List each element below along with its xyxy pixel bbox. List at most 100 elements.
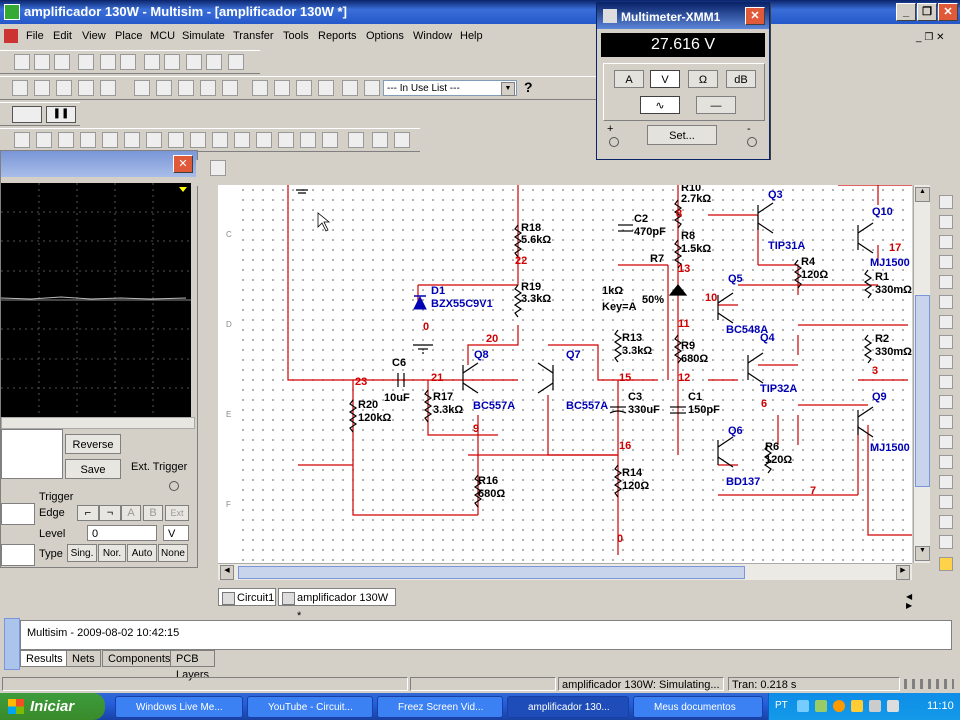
vertical-scroll-thumb[interactable] [915, 295, 930, 487]
language-indicator[interactable]: PT [775, 700, 788, 711]
iv-analyzer-icon[interactable] [939, 395, 953, 409]
toggle-fullscreen-icon[interactable] [12, 80, 28, 96]
save-button[interactable]: Save [65, 459, 121, 479]
zoom-in-icon[interactable] [34, 80, 50, 96]
frequency-counter-icon[interactable] [939, 315, 953, 329]
trigger-b-button[interactable]: B [143, 505, 163, 521]
mdi-controls[interactable]: _ ❐ ✕ [916, 32, 945, 43]
dc-mode-button[interactable]: — [696, 96, 736, 114]
volume-icon[interactable] [887, 700, 899, 712]
scroll-left-icon[interactable]: ◀ [220, 565, 234, 580]
zoom-out-icon[interactable] [56, 80, 72, 96]
menu-view[interactable]: View [82, 30, 106, 42]
word-generator-icon[interactable] [939, 335, 953, 349]
oscilloscope-close-button[interactable]: ✕ [173, 155, 193, 173]
task-windows-live-messenger[interactable]: Windows Live Me... [115, 696, 243, 718]
vertical-scrollbar[interactable]: ▲ ▼ [913, 185, 930, 563]
ext-trigger-terminal[interactable] [169, 481, 179, 491]
open-sample-icon[interactable] [54, 54, 70, 70]
tray-icon-1[interactable] [797, 700, 809, 712]
menu-file[interactable]: File [26, 30, 44, 42]
menu-help[interactable]: Help [460, 30, 483, 42]
undo-icon[interactable] [206, 54, 222, 70]
electromechanical-icon[interactable] [348, 132, 364, 148]
menu-reports[interactable]: Reports [318, 30, 357, 42]
reverse-button[interactable]: Reverse [65, 434, 121, 454]
function-generator-icon[interactable] [939, 215, 953, 229]
distortion-analyzer-icon[interactable] [939, 415, 953, 429]
task-meus-documentos[interactable]: Meus documentos [633, 696, 763, 718]
cut-icon[interactable] [144, 54, 160, 70]
normal-button[interactable]: Nor. [98, 544, 126, 562]
start-button[interactable]: Iniciar [0, 693, 105, 720]
diode-icon[interactable] [58, 132, 74, 148]
trigger-field-2[interactable] [1, 544, 35, 566]
horizontal-scrollbar[interactable]: ◀ ▶ [218, 563, 912, 580]
network-analyzer-icon[interactable] [939, 455, 953, 469]
cmos-icon[interactable] [146, 132, 162, 148]
transistor-icon[interactable] [80, 132, 96, 148]
tektronix-scope-icon[interactable] [939, 535, 953, 549]
volts-button[interactable]: V [650, 70, 680, 88]
oscilloscope-scrollbar[interactable] [1, 417, 195, 429]
database-icon[interactable] [178, 80, 194, 96]
tab-scroll-arrows[interactable]: ◀ ▶ [906, 592, 913, 610]
back-annotate-icon[interactable] [296, 80, 312, 96]
paste-icon[interactable] [186, 54, 202, 70]
level-unit[interactable]: V [163, 525, 189, 541]
trigger-a-button[interactable]: A [121, 505, 141, 521]
scroll-right-icon[interactable]: ▶ [896, 565, 910, 580]
new-icon[interactable] [14, 54, 30, 70]
scroll-up-icon[interactable]: ▲ [915, 187, 930, 202]
erc-icon[interactable] [274, 80, 290, 96]
agilent-generator-icon[interactable] [939, 475, 953, 489]
tray-icon-3[interactable] [833, 700, 845, 712]
in-use-list-dropdown[interactable]: --- In Use List --- ▼ [383, 80, 517, 96]
tab-amplificador[interactable]: amplificador 130W * [278, 588, 396, 622]
rising-edge-button[interactable]: ⌐ [77, 505, 99, 521]
menu-simulate[interactable]: Simulate [182, 30, 225, 42]
mixed-icon[interactable] [234, 132, 250, 148]
rf-icon[interactable] [322, 132, 338, 148]
plus-terminal-icon[interactable] [609, 137, 619, 147]
hierarchical-block-icon[interactable] [372, 132, 388, 148]
minus-terminal-icon[interactable] [747, 137, 757, 147]
design-toolbox-icon[interactable] [134, 80, 150, 96]
power-icon[interactable] [278, 132, 294, 148]
zoom-area-icon[interactable] [78, 80, 94, 96]
postprocessor-icon[interactable] [252, 80, 268, 96]
bode-plotter-icon[interactable] [939, 295, 953, 309]
tray-icon-2[interactable] [815, 700, 827, 712]
forward-annotate-icon[interactable] [318, 80, 334, 96]
advanced-peripherals-icon[interactable] [190, 132, 206, 148]
decibel-button[interactable]: dB [726, 70, 756, 88]
maximize-button[interactable]: ❐ [917, 3, 937, 21]
menu-edit[interactable]: Edit [53, 30, 72, 42]
menu-place[interactable]: Place [115, 30, 143, 42]
task-amplificador[interactable]: amplificador 130... [507, 696, 629, 718]
menu-transfer[interactable]: Transfer [233, 30, 274, 42]
pause-icon[interactable]: ❚❚ [46, 106, 76, 123]
print-preview-icon[interactable] [120, 54, 136, 70]
logic-analyzer-icon[interactable] [939, 355, 953, 369]
amps-button[interactable]: A [614, 70, 644, 88]
minimize-button[interactable]: _ [896, 3, 916, 21]
four-channel-scope-icon[interactable] [939, 275, 953, 289]
single-button[interactable]: Sing. [67, 544, 97, 562]
basic-icon[interactable] [36, 132, 52, 148]
ac-mode-button[interactable]: ∿ [640, 96, 680, 114]
print-icon[interactable] [100, 54, 116, 70]
redo-icon[interactable] [228, 54, 244, 70]
horizontal-scroll-thumb[interactable] [238, 566, 745, 579]
tab-components[interactable]: Components [102, 650, 177, 667]
task-youtube[interactable]: YouTube - Circuit... [247, 696, 373, 718]
indicator-icon[interactable] [256, 132, 272, 148]
canvas-tool-icon[interactable] [210, 160, 226, 176]
multimeter-close-button[interactable]: ✕ [745, 7, 765, 25]
spreadsheet-view-handle[interactable] [4, 618, 20, 670]
tray-icon-4[interactable] [851, 700, 863, 712]
tab-circuit1[interactable]: Circuit1 [218, 588, 276, 606]
none-button[interactable]: None [158, 544, 188, 562]
agilent-scope-icon[interactable] [939, 515, 953, 529]
analysis-icon[interactable] [222, 80, 238, 96]
